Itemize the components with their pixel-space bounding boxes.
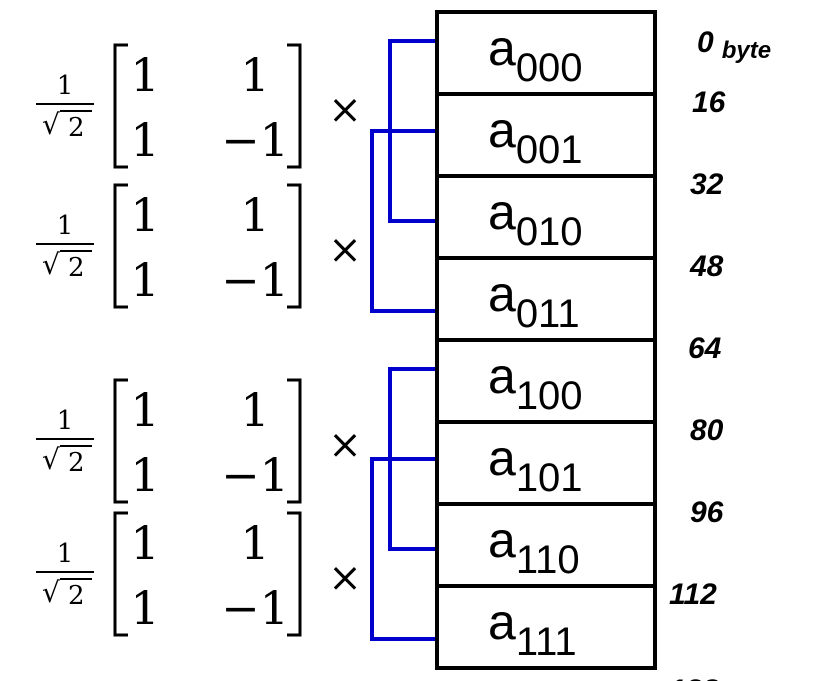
byte-offset-label: 32 [690, 168, 724, 201]
matrix-entry: −1 [221, 448, 289, 502]
times-sign: × [328, 422, 362, 468]
matrix-entry: 1 [130, 253, 159, 307]
hadamard-matrix: 1 √ 2 1 1 1 −1 × [36, 378, 362, 504]
times-sign: × [328, 555, 362, 601]
memory-cell-label: a101 [488, 430, 583, 500]
byte-offset-label: 16 [692, 86, 726, 119]
matrix-entry: 1 [130, 113, 159, 167]
hadamard-matrix: 1 √ 2 1 1 1 −1 × [36, 511, 362, 637]
byte-offset-label: 128 [669, 674, 719, 681]
byte-offset-label: 64 [688, 332, 722, 365]
matrix-entry: 1 [240, 48, 269, 102]
matrix-entry: −1 [221, 253, 289, 307]
radical-sign: √ [42, 108, 60, 141]
coefficient-radicand: 2 [68, 448, 85, 478]
times-sign: × [328, 227, 362, 273]
matrix-entry: 1 [130, 383, 159, 437]
coefficient-radicand: 2 [68, 253, 85, 283]
radical-sign: √ [42, 248, 60, 281]
times-sign: × [328, 87, 362, 133]
right-bracket [287, 378, 302, 504]
hadamard-matrix: 1 √ 2 1 1 1 −1 × [36, 183, 362, 309]
matrix-entry: 1 [240, 383, 269, 437]
left-bracket [113, 43, 128, 169]
coefficient-numerator: 1 [57, 71, 74, 101]
coefficient-radicand: 2 [68, 113, 85, 143]
matrix-entry: −1 [221, 581, 289, 635]
matrix-entry: 1 [240, 516, 269, 570]
radical-sign: √ [42, 576, 60, 609]
radical-sign: √ [42, 443, 60, 476]
butterfly-connector [370, 129, 437, 313]
coefficient-radicand: 2 [68, 581, 85, 611]
matrix-entry: 1 [130, 48, 159, 102]
byte-offset-label: 80 [690, 414, 724, 447]
memory-cell-label: a110 [488, 512, 580, 582]
byte-offset-label: 96 [690, 496, 724, 529]
memory-cell-label: a100 [488, 348, 583, 418]
memory-cell-label: a001 [488, 102, 583, 172]
matrix-entry: 1 [130, 581, 159, 635]
coefficient-numerator: 1 [57, 211, 74, 241]
byte-offset-label: 48 [689, 250, 724, 283]
matrix-entry: −1 [221, 113, 289, 167]
hadamard-matrix: 1 √ 2 1 1 1 −1 × [36, 43, 362, 169]
memory-cell-label: a111 [488, 594, 577, 664]
memory-cell-label: a000 [488, 20, 583, 90]
butterfly-connector [370, 457, 437, 641]
left-bracket [113, 511, 128, 637]
memory-cell-label: a011 [488, 266, 580, 336]
right-bracket [287, 183, 302, 309]
connector-group [370, 39, 437, 641]
matrix-entry: 1 [130, 448, 159, 502]
coefficient-numerator: 1 [57, 539, 74, 569]
matrix-entry: 1 [130, 516, 159, 570]
matrix-group: 1 √ 2 1 1 1 −1 × 1 √ 2 1 1 1 −1 × 1 √ 2 1 1 1 −1 × 1 √ 2 1 1 1 −1 × [36, 43, 362, 637]
left-bracket [113, 183, 128, 309]
memory-cell-group: a000 a001 a010 a011 a100 a101 a110 a111 [435, 10, 657, 670]
left-bracket [113, 378, 128, 504]
matrix-entry: 1 [240, 188, 269, 242]
matrix-entry: 1 [130, 188, 159, 242]
byte-offset-label: 112 [669, 578, 717, 611]
coefficient-numerator: 1 [57, 406, 74, 436]
right-bracket [287, 43, 302, 169]
memory-cell-label: a010 [488, 184, 583, 254]
right-bracket [287, 511, 302, 637]
